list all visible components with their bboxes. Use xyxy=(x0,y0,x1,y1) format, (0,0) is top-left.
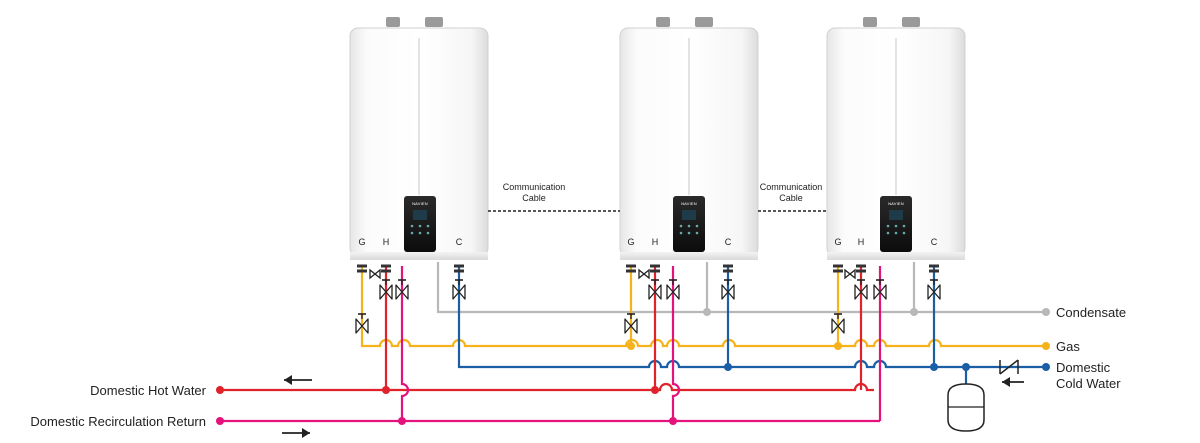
label-cold-2: C xyxy=(725,237,732,247)
label-recirculation: Domestic Recirculation Return xyxy=(30,414,206,429)
condensate-junction-3 xyxy=(910,308,918,316)
vent-2a xyxy=(656,17,670,27)
label-hot-water: Domestic Hot Water xyxy=(90,383,206,398)
water-heater-3: NAVIEN G H C xyxy=(826,17,966,260)
label-hot-1: H xyxy=(383,237,390,247)
recirc-endpoint xyxy=(216,417,224,425)
control-panel-2 xyxy=(673,196,705,252)
condensate-endpoint xyxy=(1042,308,1050,316)
gas-junction-2 xyxy=(627,342,635,350)
vent-2b xyxy=(695,17,713,27)
control-panel-1 xyxy=(404,196,436,252)
label-hot-2: H xyxy=(652,237,659,247)
label-gas-1: G xyxy=(358,237,365,247)
vent-1a xyxy=(386,17,400,27)
hot-endpoint xyxy=(216,386,224,394)
cold-junction-tank xyxy=(962,363,970,371)
cold-endpoint xyxy=(1042,363,1050,371)
gas-junction-3 xyxy=(834,342,842,350)
recirc-flow-arrow xyxy=(282,428,310,438)
recirc-junction-1 xyxy=(398,417,406,425)
condensate-junction-2 xyxy=(703,308,711,316)
cold-water-line xyxy=(457,266,1046,384)
gas-endpoint xyxy=(1042,342,1050,350)
cable-label-1-line1: Communication xyxy=(503,182,566,192)
cable-label-2-line2: Cable xyxy=(779,193,803,203)
hot-junction-2 xyxy=(651,386,659,394)
label-gas-3: G xyxy=(834,237,841,247)
label-cold-3: C xyxy=(931,237,938,247)
cable-label-1-line2: Cable xyxy=(522,193,546,203)
label-gas-2: G xyxy=(627,237,634,247)
label-cold-1: C xyxy=(456,237,463,247)
hot-water-line xyxy=(220,266,874,392)
vent-3b xyxy=(902,17,920,27)
cable-label-2-line1: Communication xyxy=(760,182,823,192)
relief-valves xyxy=(369,268,856,280)
check-valve xyxy=(999,359,1019,375)
vent-3a xyxy=(863,17,877,27)
recirculation-line xyxy=(220,266,882,423)
label-hot-3: H xyxy=(858,237,865,247)
label-cold-water-line1: Domestic xyxy=(1056,360,1111,375)
label-cold-water-line2: Cold Water xyxy=(1056,376,1121,391)
label-gas: Gas xyxy=(1056,339,1080,354)
water-heater-1: NAVIEN G H C xyxy=(349,17,489,260)
control-panel-3 xyxy=(880,196,912,252)
hot-junction-1 xyxy=(382,386,390,394)
cold-junction-2 xyxy=(724,363,732,371)
shutoff-valves xyxy=(355,279,941,334)
vent-1b xyxy=(425,17,443,27)
expansion-tank xyxy=(947,383,985,432)
label-condensate: Condensate xyxy=(1056,305,1126,320)
cold-junction-3 xyxy=(930,363,938,371)
recirc-junction-2 xyxy=(669,417,677,425)
heater-brand-3: NAVIEN xyxy=(888,201,904,206)
gas-line xyxy=(360,266,1046,348)
cold-water-flow-arrow xyxy=(1002,377,1024,387)
heater-brand-2: NAVIEN xyxy=(681,201,697,206)
heater-brand-1: NAVIEN xyxy=(412,201,428,206)
condensate-line xyxy=(436,262,1046,314)
water-heater-2: NAVIEN G H C xyxy=(619,17,759,260)
hot-water-flow-arrow xyxy=(284,375,312,385)
